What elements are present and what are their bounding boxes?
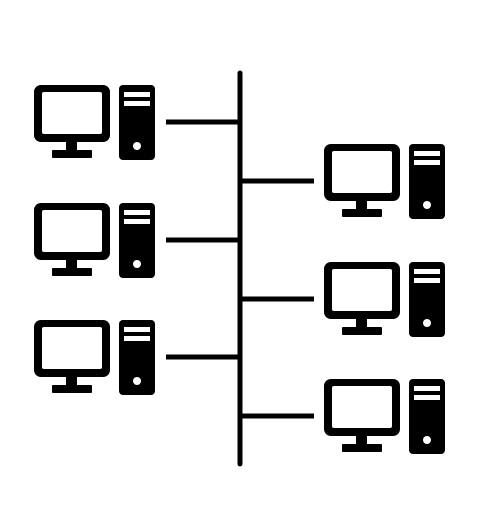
computer-right-2 <box>324 262 445 337</box>
tower-power-button <box>423 201 431 209</box>
monitor-neck <box>356 435 367 445</box>
computer-right-1 <box>324 144 445 219</box>
monitor-base <box>342 209 382 217</box>
desktop-computer-icon <box>34 85 155 160</box>
monitor-neck <box>356 318 367 328</box>
tower-drive-bay-1 <box>124 92 150 97</box>
monitor-screen <box>42 210 102 252</box>
monitor-base <box>52 268 92 276</box>
tower-power-button <box>133 260 141 268</box>
monitor-screen <box>42 327 102 369</box>
monitor-neck <box>66 376 77 386</box>
monitor-base <box>52 385 92 393</box>
monitor-neck <box>356 200 367 210</box>
computer-right-3 <box>324 379 445 454</box>
desktop-computer-icon <box>324 144 445 219</box>
tower-drive-bay-2 <box>414 278 440 283</box>
desktop-computer-icon <box>324 262 445 337</box>
tower-power-button <box>423 319 431 327</box>
monitor-base <box>342 327 382 335</box>
tower-drive-bay-1 <box>414 151 440 156</box>
tower-drive-bay-1 <box>124 210 150 215</box>
tower-drive-bay-2 <box>124 336 150 341</box>
computer-left-3 <box>34 320 155 395</box>
monitor-screen <box>332 269 392 311</box>
tower-drive-bay-2 <box>124 219 150 224</box>
monitor-neck <box>66 141 77 151</box>
tower-power-button <box>133 377 141 385</box>
monitor-screen <box>332 151 392 193</box>
desktop-computer-icon <box>324 379 445 454</box>
computer-left-1 <box>34 85 155 160</box>
tower-drive-bay-1 <box>414 269 440 274</box>
monitor-neck <box>66 259 77 269</box>
desktop-computer-icon <box>34 203 155 278</box>
tower-drive-bay-2 <box>414 395 440 400</box>
tower-drive-bay-1 <box>124 327 150 332</box>
desktop-computer-icon <box>34 320 155 395</box>
computer-left-2 <box>34 203 155 278</box>
monitor-base <box>52 150 92 158</box>
monitor-screen <box>42 92 102 134</box>
tower-drive-bay-2 <box>124 101 150 106</box>
tower-power-button <box>423 436 431 444</box>
tower-power-button <box>133 142 141 150</box>
monitor-base <box>342 444 382 452</box>
tower-drive-bay-1 <box>414 386 440 391</box>
tower-drive-bay-2 <box>414 160 440 165</box>
monitor-screen <box>332 386 392 428</box>
